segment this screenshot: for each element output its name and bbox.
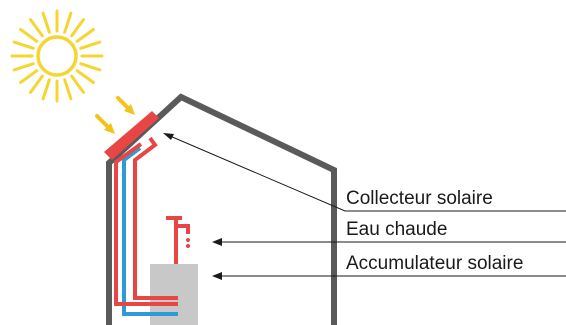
house-outline [106, 93, 337, 325]
cold-water-pipe [122, 146, 178, 316]
sun-disc [36, 35, 78, 77]
collector-leader [163, 133, 566, 212]
collector-label: Collecteur solaire [346, 188, 493, 209]
sun-ray [29, 74, 44, 94]
hot-water-label: Eau chaude [346, 219, 447, 240]
storage-leader [212, 272, 566, 280]
sun-ray [29, 18, 44, 38]
sun-ray [19, 69, 39, 84]
sun-icon [10, 9, 104, 103]
hot-water-leader [212, 238, 566, 246]
sun-ray [79, 40, 102, 50]
hot-water-pipe [114, 142, 178, 306]
sun-ray [75, 69, 95, 84]
sun-ray [70, 74, 85, 94]
sun-ray [12, 62, 35, 72]
sun-ray [70, 18, 85, 38]
sun-ray [19, 28, 39, 43]
hot-water-tap-icon [166, 216, 190, 264]
sun-ray [12, 40, 35, 50]
sun-ray [63, 78, 73, 101]
storage-label: Accumulateur solaire [346, 253, 523, 274]
sun-ray [79, 62, 102, 72]
sun-ray [63, 11, 73, 34]
sun-ray [75, 28, 95, 43]
sunlight-arrow-right [116, 96, 135, 115]
solar-collector-panel [104, 111, 159, 160]
sun-ray [41, 11, 51, 34]
sun-ray [41, 78, 51, 101]
collector-return-pipe [133, 136, 178, 300]
sunlight-arrow-left [95, 114, 115, 134]
